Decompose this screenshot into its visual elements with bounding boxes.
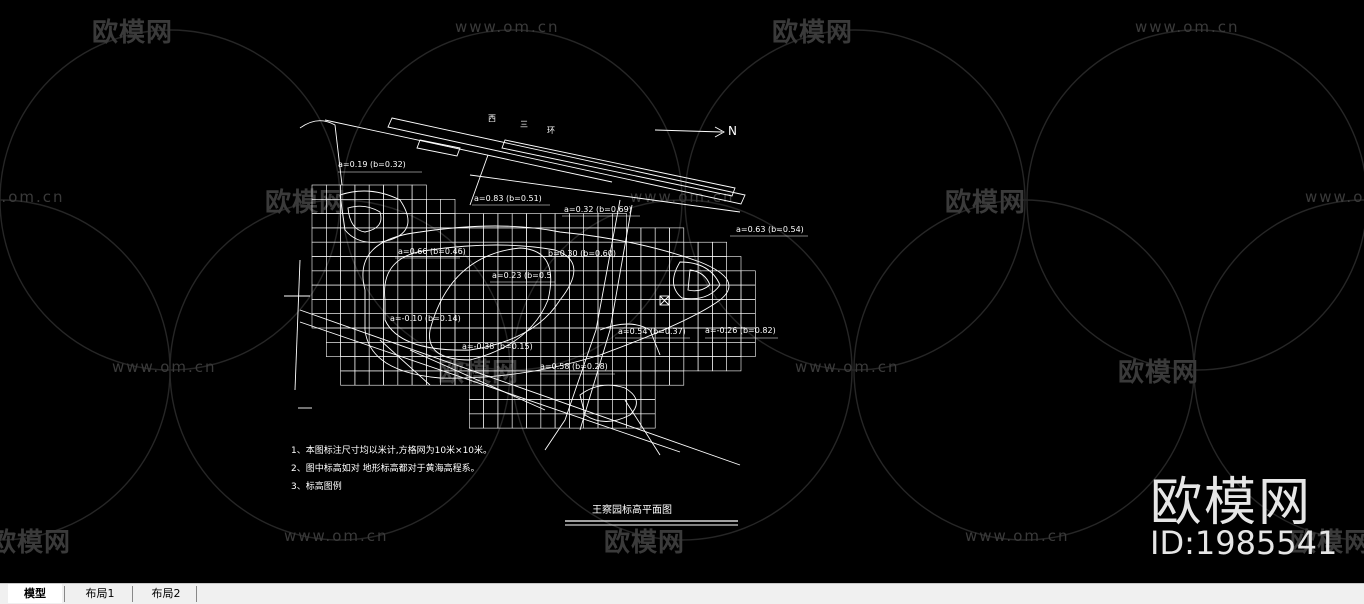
tab-layout1[interactable]: 布局1 <box>85 587 115 600</box>
elevation-label: a=0.32 (b=0.69) <box>564 205 632 214</box>
elevation-label: b=0.30 (b=0.60) <box>548 249 616 258</box>
elevation-label: a=0.54 (b=0.37) <box>618 327 686 336</box>
watermark-url: www.om.cn <box>965 527 1070 545</box>
road-label: 环 <box>547 126 555 135</box>
watermark-url: www.om.cn <box>1305 188 1364 206</box>
watermark-logo: 欧模网 <box>1118 358 1200 388</box>
watermark-logo: 欧模网 <box>772 18 854 48</box>
layout-tab-bar: 模型 布局1 布局2 <box>0 583 1364 604</box>
tab-divider <box>196 586 197 602</box>
drawing-note: 3、标高图例 <box>291 482 342 492</box>
cad-model-space[interactable]: 欧模网 www.om.cn 欧模网 www.om.cn www.om.cn 欧模… <box>0 0 1364 583</box>
elevation-label: a=0.66 (b=0.46) <box>398 247 466 256</box>
elevation-label: a=0.63 (b=0.54) <box>736 225 804 234</box>
tab-divider <box>132 586 133 602</box>
tab-divider <box>64 586 65 602</box>
drawing-note: 1、本图标注尺寸均以米计,方格网为10米×10米。 <box>291 446 493 456</box>
watermark-url: www.om.cn <box>630 188 735 206</box>
elevation-label: a=-0.38 (b=0.15) <box>462 342 533 351</box>
watermark-url: www.om.cn <box>1135 18 1240 36</box>
watermark-logo: 欧模网 <box>92 18 174 48</box>
elevation-label: a=-0.26 (b=0.82) <box>705 326 776 335</box>
watermark-url: www.om.cn <box>795 358 900 376</box>
elevation-label: a=0.83 (b=0.51) <box>474 194 542 203</box>
watermark-logo: 欧模网 <box>945 188 1027 218</box>
elevation-label: a=0.19 (b=0.32) <box>338 160 406 169</box>
north-arrow-label: N <box>728 124 737 138</box>
brand-overlay-name: 欧模网 <box>1150 473 1313 533</box>
label-leaders <box>338 171 808 375</box>
tab-layout2[interactable]: 布局2 <box>151 587 181 600</box>
drawing-note: 2、图中标高如对 地形标高都对于黄海高程系。 <box>291 464 480 474</box>
watermark-logo: 欧模网 <box>265 188 347 218</box>
elevation-label: a=0.58 (b=0.28) <box>540 362 608 371</box>
tab-model[interactable]: 模型 <box>8 584 62 603</box>
elevation-label: a=-0.10 (b=0.14) <box>390 314 461 323</box>
survey-grid <box>311 184 756 429</box>
drawing-title: 王察园标高平面图 <box>592 505 672 516</box>
elevation-label: a=0.23 (b=0.5 <box>492 271 552 280</box>
brand-overlay-id: ID:1985541 <box>1150 524 1338 562</box>
watermark-url: www.om.cn <box>112 358 217 376</box>
watermark-logo: 欧模网 <box>1290 528 1364 558</box>
watermark-url: www.om.cn <box>0 188 65 206</box>
cad-drawing <box>284 117 808 526</box>
road-label: 西 <box>488 114 496 123</box>
watermark-logo: 欧模网 <box>0 528 72 558</box>
site-outlines <box>284 117 746 526</box>
watermark-url: www.om.cn <box>455 18 560 36</box>
watermark-logo: 欧模网 <box>604 528 686 558</box>
road-label: 三 <box>520 120 528 129</box>
watermark-url: www.om.cn <box>284 527 389 545</box>
